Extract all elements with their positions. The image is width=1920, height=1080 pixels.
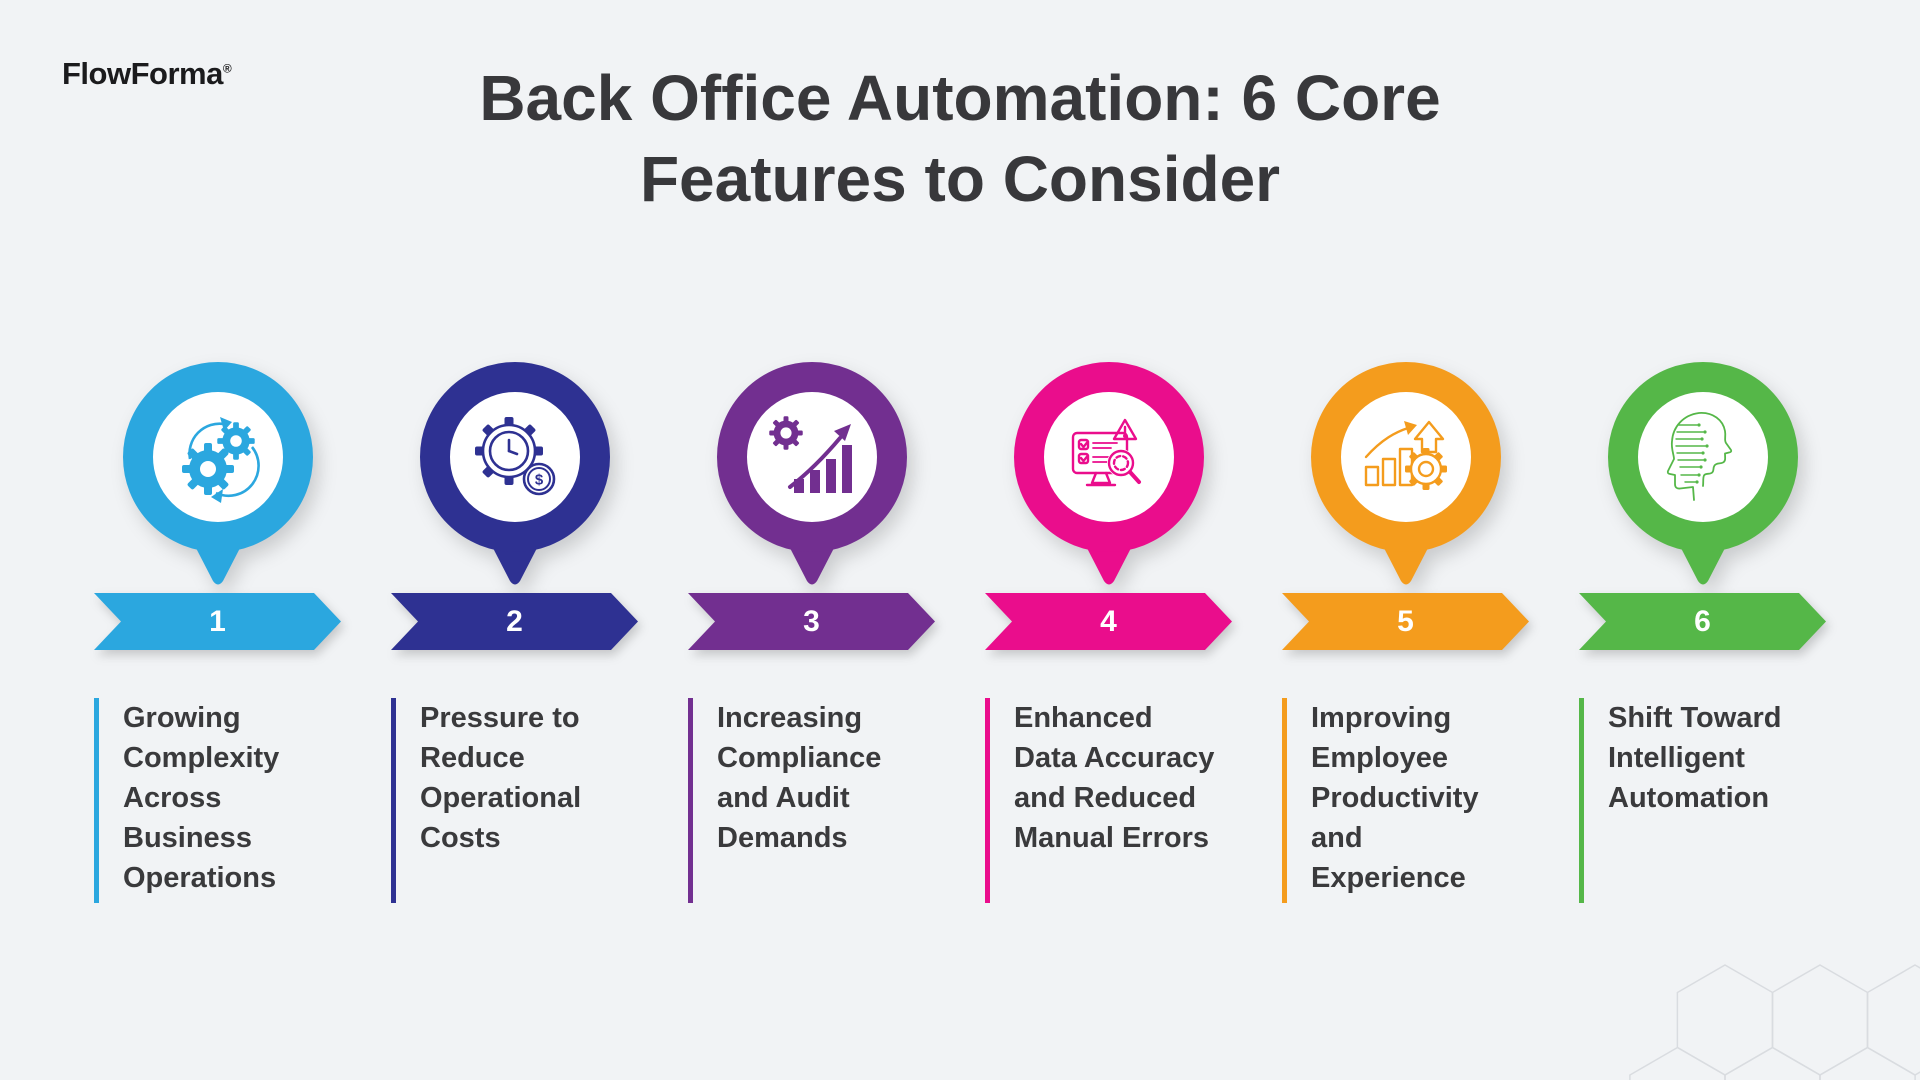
feature-label: Increasing Compliance and Audit Demands	[688, 698, 935, 903]
feature-label: Pressure to Reduce Operational Costs	[391, 698, 638, 903]
cost-time-icon: $	[474, 417, 555, 496]
feature-label: Enhanced Data Accuracy and Reduced Manua…	[985, 698, 1232, 903]
feature-column-3: 3 Increasing Compliance and Audit Demand…	[688, 357, 935, 903]
step-number-banner: 5	[1282, 593, 1529, 650]
flowforma-logo: FlowForma®	[62, 56, 232, 92]
registered-mark: ®	[222, 61, 232, 76]
feature-marker	[122, 362, 313, 585]
feature-marker	[1013, 362, 1204, 585]
gears-sync-icon	[181, 417, 260, 503]
step-number: 2	[391, 593, 638, 650]
feature-label: Shift Toward Intelligent Automation	[1579, 698, 1826, 903]
step-number-banner: 4	[985, 593, 1232, 650]
feature-column-6: 6 Shift Toward Intelligent Automation	[1579, 357, 1826, 903]
feature-marker	[1310, 362, 1501, 585]
feature-marker	[716, 362, 907, 585]
feature-column-5: 5 Improving Employee Productivity and Ex…	[1282, 357, 1529, 903]
logo-text: FlowForma	[62, 56, 223, 91]
feature-columns: 1 Growing Complexity Across Business Ope…	[0, 357, 1920, 903]
hexagon-decor	[1629, 964, 1920, 1080]
step-number-banner: 3	[688, 593, 935, 650]
data-accuracy-icon	[1071, 418, 1141, 487]
feature-column-4: 4 Enhanced Data Accuracy and Reduced Man…	[985, 357, 1232, 903]
feature-label: Growing Complexity Across Business Opera…	[94, 698, 341, 903]
feature-column-1: 1 Growing Complexity Across Business Ope…	[94, 357, 341, 903]
step-number: 1	[94, 593, 341, 650]
step-number: 3	[688, 593, 935, 650]
hexagon-pattern	[1629, 964, 1920, 1080]
feature-marker: $	[419, 362, 610, 585]
feature-label: Improving Employee Productivity and Expe…	[1282, 698, 1529, 903]
productivity-icon	[1364, 420, 1447, 490]
step-number: 4	[985, 593, 1232, 650]
step-number: 5	[1282, 593, 1529, 650]
compliance-growth-icon	[768, 416, 852, 493]
step-number-banner: 2	[391, 593, 638, 650]
ai-automation-icon	[1666, 412, 1732, 501]
step-number: 6	[1579, 593, 1826, 650]
step-number-banner: 1	[94, 593, 341, 650]
page-title: Back Office Automation: 6 Core Features …	[479, 62, 1441, 216]
feature-marker	[1607, 362, 1798, 585]
svg-text:$: $	[534, 472, 543, 489]
feature-column-2: $ 2 Pressure to Reduce Operational Costs	[391, 357, 638, 903]
step-number-banner: 6	[1579, 593, 1826, 650]
